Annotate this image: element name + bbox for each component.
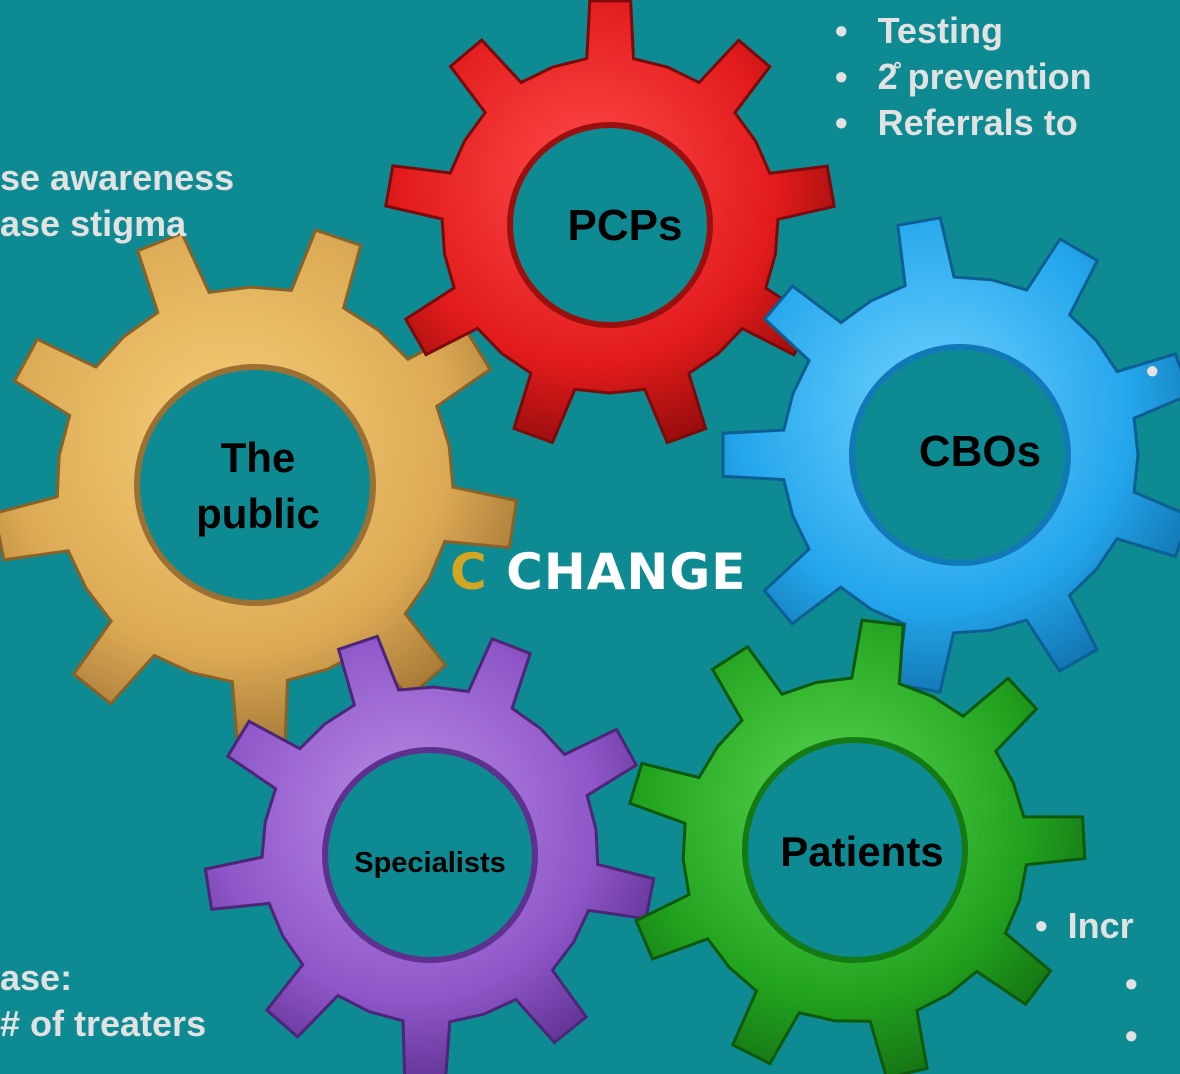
- gear-label-cbos: CBOs: [919, 427, 1041, 476]
- list-item: ase:: [0, 957, 73, 998]
- gear-label-public-line1: The: [221, 434, 296, 481]
- list-item: Incr: [1067, 905, 1134, 946]
- public-actions: se awareness ase stigma: [0, 155, 234, 247]
- specialist-actions: ase: # of treaters: [0, 955, 206, 1047]
- gear-label-public-line2: public: [196, 490, 320, 537]
- patient-subbullets: • •: [1125, 958, 1138, 1062]
- gear-label-pcps: PCPs: [568, 201, 683, 250]
- patient-actions: • Incr: [1035, 905, 1134, 946]
- cbo-bullet: •: [1146, 350, 1159, 391]
- list-item: se awareness: [0, 157, 235, 198]
- brand-word: CHANGE: [506, 543, 747, 601]
- gear-label-patients: Patients: [780, 828, 943, 875]
- list-item: •: [1125, 963, 1138, 1004]
- list-item: • 2̊ prevention: [835, 56, 1092, 97]
- list-item: • Testing: [835, 10, 1003, 51]
- gear-pcps: [384, 0, 836, 445]
- list-item: • Referrals to: [835, 102, 1078, 143]
- gear-the-public: [0, 228, 519, 748]
- gear-specialists: [203, 634, 656, 1074]
- list-item: •: [1125, 1015, 1138, 1056]
- pcp-actions: • Testing • 2̊ prevention • Referrals to: [835, 8, 1092, 146]
- brand-mark: C: [450, 543, 488, 601]
- list-item: # of treaters: [0, 1003, 207, 1044]
- gear-label-specialists: Specialists: [354, 847, 506, 879]
- c-change-logo: C CHANGE: [450, 543, 746, 601]
- gear-patients: [627, 618, 1087, 1074]
- list-item: ase stigma: [0, 203, 187, 244]
- gear-cbos: [721, 216, 1180, 694]
